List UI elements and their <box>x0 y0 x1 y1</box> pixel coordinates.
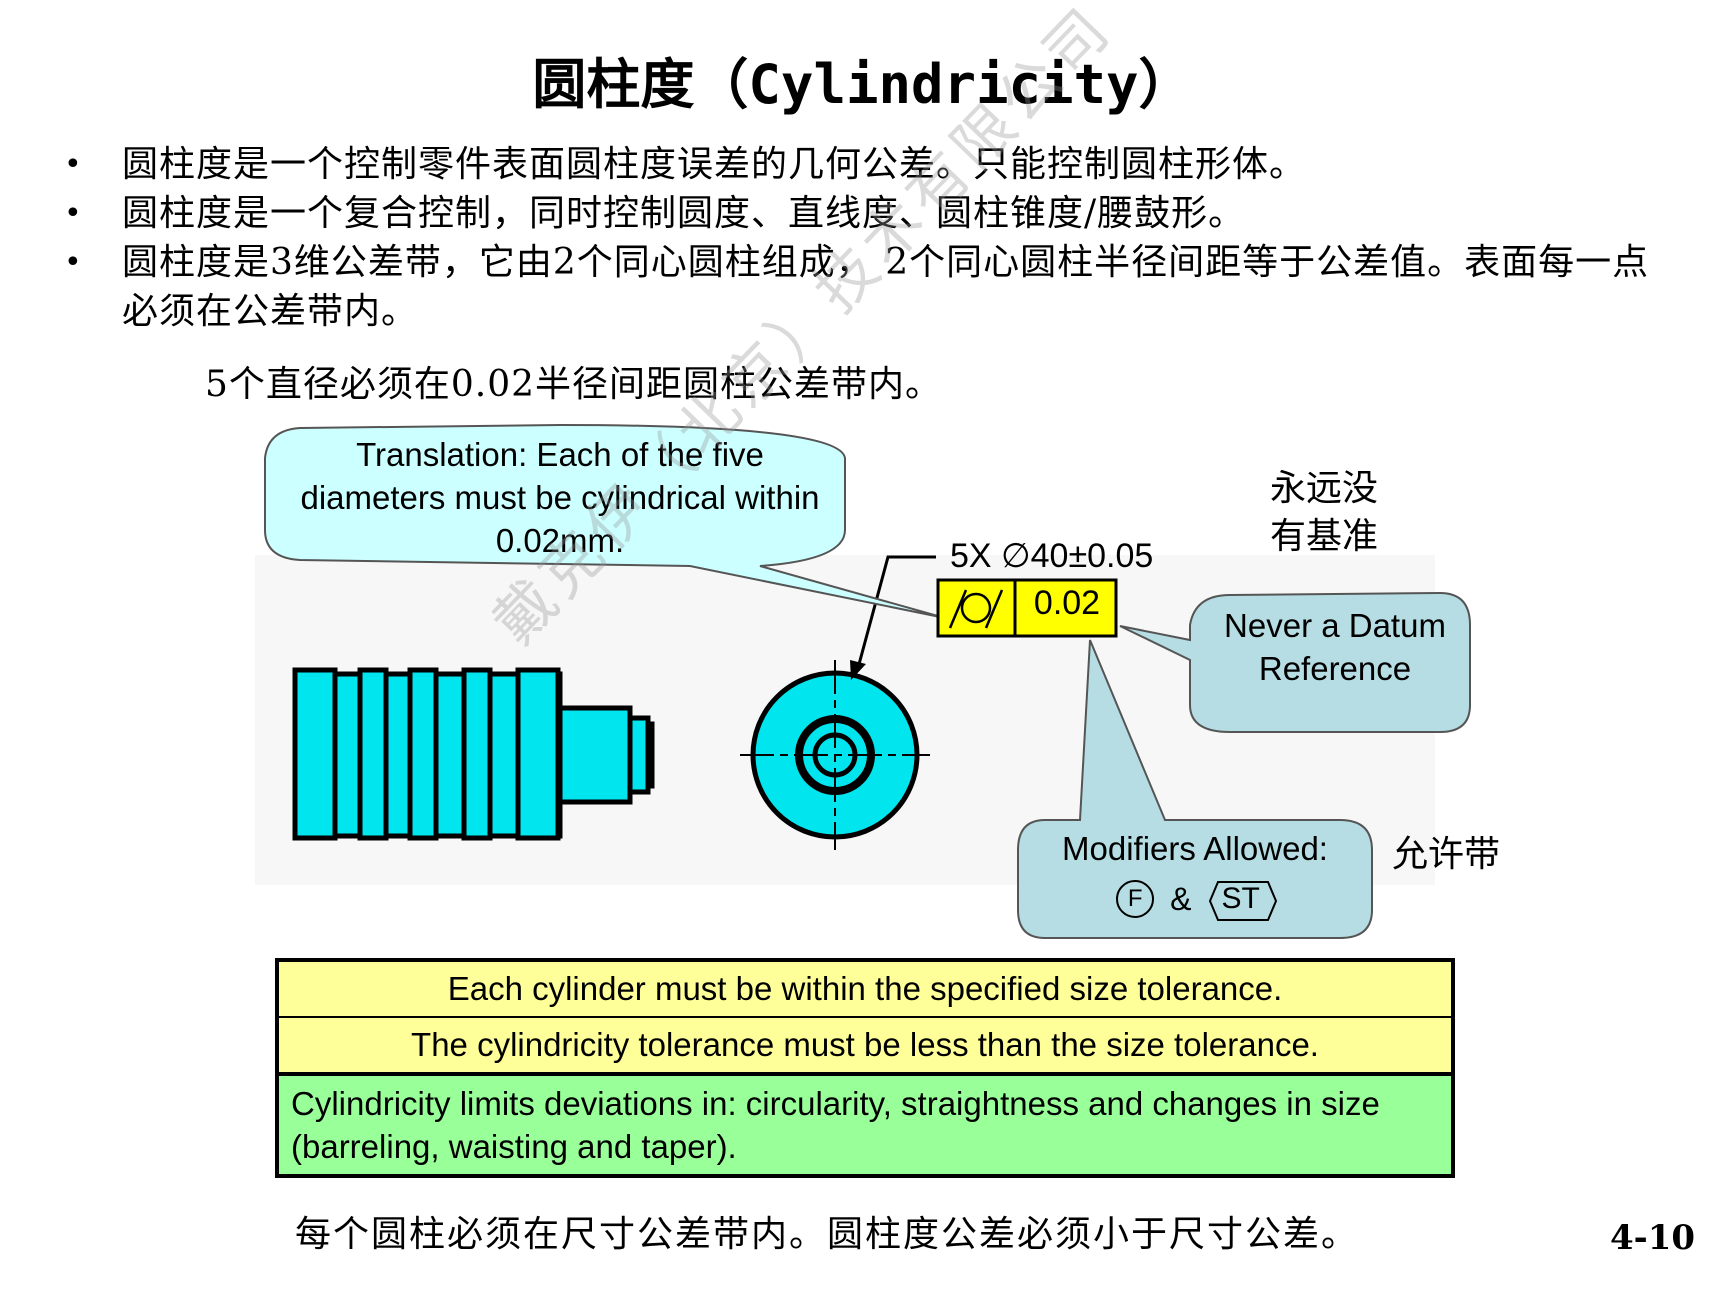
rule-cell: The cylindricity tolerance must be less … <box>276 1016 1454 1075</box>
rules-table: Each cylinder must be within the specifi… <box>275 958 1455 1178</box>
no-datum-note: 永远没有基准 <box>1270 468 1379 557</box>
never-datum-bubble <box>1119 591 1471 733</box>
tolerance-value: 0.02 <box>1033 584 1101 622</box>
page-title: 圆柱度（Cylindricity） <box>532 53 1193 116</box>
footer-note: 每个圆柱必须在尺寸公差带内。圆柱度公差必须小于尺寸公差。 <box>295 1214 1360 1255</box>
subline-text: 5个直径必须在0.02半径间距圆柱公差带内。 <box>205 364 943 405</box>
table-row: The cylindricity tolerance must be less … <box>276 1016 1454 1075</box>
statistical-tolerance-modifier-icon: ST <box>1208 881 1277 921</box>
rule-cell: Cylindricity limits deviations in: circu… <box>276 1072 1454 1177</box>
allowed-note: 允许带 <box>1392 834 1501 875</box>
translation-text: Translation: Each of the five diameters … <box>300 436 820 559</box>
table-row: Cylindricity limits deviations in: circu… <box>276 1072 1454 1177</box>
translation-bubble <box>264 423 946 619</box>
modifiers-label: Modifiers Allowed: <box>1062 830 1328 867</box>
bullet-item: 圆柱度是3维公差带，它由2个同心圆柱组成， 2个同心圆柱半径间距等于公差值。表面… <box>60 238 1660 336</box>
modifier-symbols: F & ST <box>1020 880 1370 921</box>
shaft-side-view <box>292 667 655 841</box>
callout-leader <box>850 555 936 680</box>
table-row: Each cylinder must be within the specifi… <box>276 959 1454 1018</box>
bullet-list: 圆柱度是一个控制零件表面圆柱度误差的几何公差。只能控制圆柱形体。 圆柱度是一个复… <box>60 140 1660 336</box>
shaft-end-view <box>740 660 930 850</box>
rule-cell: Each cylinder must be within the specifi… <box>276 959 1454 1018</box>
hexagon-frame-icon <box>1208 881 1277 921</box>
page-number: 4-10 <box>1610 1218 1696 1258</box>
bullet-item: 圆柱度是一个复合控制，同时控制圆度、直线度、圆柱锥度/腰鼓形。 <box>60 189 1660 238</box>
modifiers-bubble <box>1017 639 1373 939</box>
cylindricity-symbol-icon <box>948 589 1004 629</box>
st-label: ST <box>1221 882 1260 915</box>
feature-control-frame <box>936 578 1118 638</box>
bullet-item: 圆柱度是一个控制零件表面圆柱度误差的几何公差。只能控制圆柱形体。 <box>60 140 1660 189</box>
ampersand: & <box>1170 880 1192 917</box>
free-state-modifier-icon: F <box>1116 880 1155 918</box>
never-datum-text: Never a Datum Reference <box>1224 607 1446 687</box>
size-callout-label: 5X ∅40±0.05 <box>950 537 1154 575</box>
